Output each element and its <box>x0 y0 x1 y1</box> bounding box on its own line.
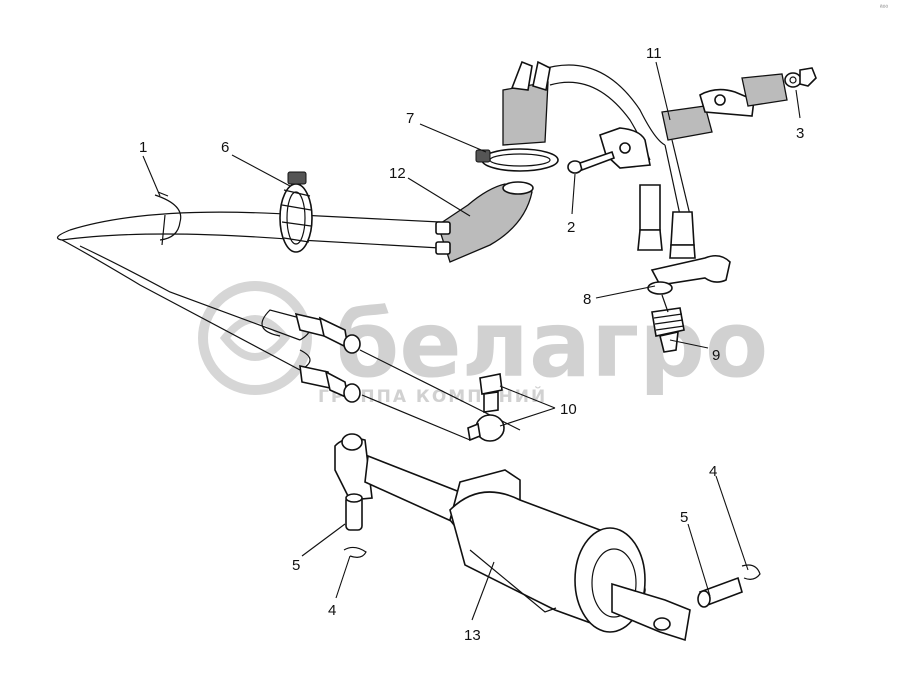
callout-6: 6 <box>221 139 229 156</box>
part-4-clip-left <box>343 546 367 558</box>
callout-labels: 1 6 7 12 11 3 2 8 9 10 13 5 4 5 4 <box>139 45 804 644</box>
callout-3: 3 <box>796 125 804 142</box>
part-3-washer-nut <box>784 67 817 88</box>
watermark-brand: белагро <box>335 291 768 398</box>
callout-10: 10 <box>560 401 577 418</box>
part-2-bolt <box>567 150 616 174</box>
callout-7: 7 <box>406 110 414 127</box>
hose-lines <box>56 64 666 441</box>
part-10-banjo-fitting <box>467 373 505 442</box>
leader-lines <box>142 61 801 621</box>
callout-9: 9 <box>712 347 720 364</box>
part-4-clip-right <box>741 564 761 580</box>
callout-4-right: 4 <box>709 463 717 480</box>
part-9-plug <box>651 294 685 353</box>
callout-8: 8 <box>583 291 591 308</box>
part-6-hose-clamp <box>279 171 313 253</box>
callout-5-right: 5 <box>680 509 688 526</box>
part-5-pin-left <box>345 493 363 531</box>
callout-1: 1 <box>139 139 147 156</box>
part-8-washer <box>647 254 731 295</box>
callout-2: 2 <box>567 219 575 236</box>
part-7-hose-clamp <box>475 148 559 172</box>
callout-12: 12 <box>389 165 406 182</box>
part-5-pin-right <box>697 576 743 608</box>
part-1-hose-clip <box>154 191 182 246</box>
callout-4-left: 4 <box>328 602 336 619</box>
vertical-hoses <box>637 139 696 259</box>
callout-13: 13 <box>464 627 481 644</box>
middle-fittings <box>294 312 361 403</box>
watermark-logo <box>198 281 312 395</box>
part-11-clamp-block <box>661 73 788 141</box>
callout-11: 11 <box>646 45 662 62</box>
watermark: белагро ГРУППА КОМПАНИЙ <box>198 281 768 407</box>
part-13-hydraulic-cylinder <box>334 433 691 642</box>
callout-5-left: 5 <box>292 557 300 574</box>
upper-hose-piece <box>502 60 551 146</box>
corner-mark: ª⁰⁰ <box>880 4 888 12</box>
bracket-with-bolt <box>567 127 651 174</box>
part-12-elbow-hose <box>435 181 534 263</box>
